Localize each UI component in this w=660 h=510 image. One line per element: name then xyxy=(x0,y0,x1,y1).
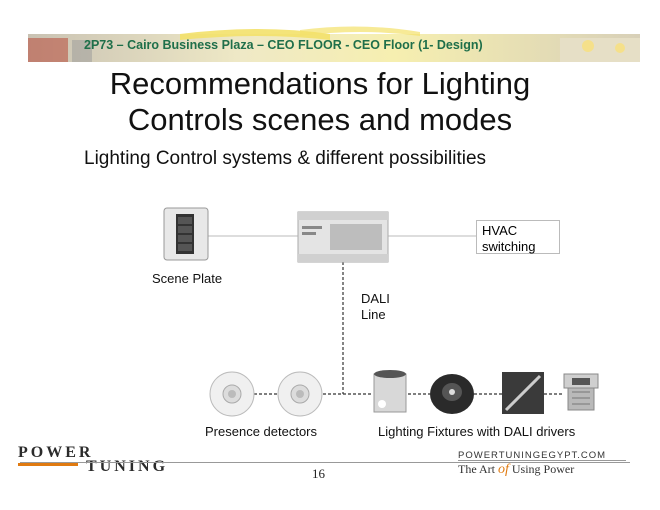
project-banner-text: 2P73 – Cairo Business Plaza – CEO FLOOR … xyxy=(84,38,483,52)
slide-subtitle: Lighting Control systems & different pos… xyxy=(84,148,487,169)
cylinder-downlight-icon xyxy=(373,370,407,413)
presence-detector-icon-1 xyxy=(209,371,255,417)
logo-orange-stripe xyxy=(18,463,78,466)
linear-fixture-icon xyxy=(502,372,544,414)
page-number: 16 xyxy=(312,466,325,481)
tagline-part-1: The Art xyxy=(458,462,495,476)
website-text: POWERTUNINGEGYPT.COM xyxy=(458,450,607,461)
surface-downlight-icon xyxy=(430,374,474,414)
dali-line-label: DALI Line xyxy=(361,291,390,323)
lighting-control-diagram xyxy=(163,207,599,417)
power-tuning-logo: POWER TUNING xyxy=(18,444,218,475)
logo-rule xyxy=(458,460,626,461)
hvac-line-2: switching xyxy=(482,239,536,254)
fixtures-label: Lighting Fixtures with DALI drivers xyxy=(378,424,576,439)
logo-word-tuning: TUNING xyxy=(86,458,169,475)
scene-plate-label: Scene Plate xyxy=(152,271,223,286)
hvac-switching-box: HVAC switching xyxy=(476,220,560,254)
tagline: The Art of Using Power xyxy=(458,462,574,478)
title-line-2: Controls scenes and modes xyxy=(127,102,513,137)
tagline-part-2: of xyxy=(498,462,509,477)
presence-detector-icon-2 xyxy=(277,371,323,417)
powertuning-egypt-logo: POWERTUNINGEGYPT.COM The Art of Using Po… xyxy=(458,450,628,480)
scene-plate-icon xyxy=(163,207,209,261)
dali-controller-icon xyxy=(297,211,389,263)
slide-title: Recommendations for Lighting Controls sc… xyxy=(0,66,640,138)
dali-label-line-2: Line xyxy=(361,307,386,322)
logo-word-power: POWER xyxy=(18,444,94,461)
header-banner xyxy=(28,26,640,62)
hvac-line-1: HVAC xyxy=(482,223,518,238)
presence-detectors-label: Presence detectors xyxy=(205,424,318,439)
title-line-1: Recommendations for Lighting xyxy=(109,66,531,101)
footer-divider xyxy=(20,462,630,463)
recessed-spot-icon xyxy=(563,373,599,411)
tagline-part-3: Using Power xyxy=(511,462,575,476)
dali-label-line-1: DALI xyxy=(361,291,390,306)
